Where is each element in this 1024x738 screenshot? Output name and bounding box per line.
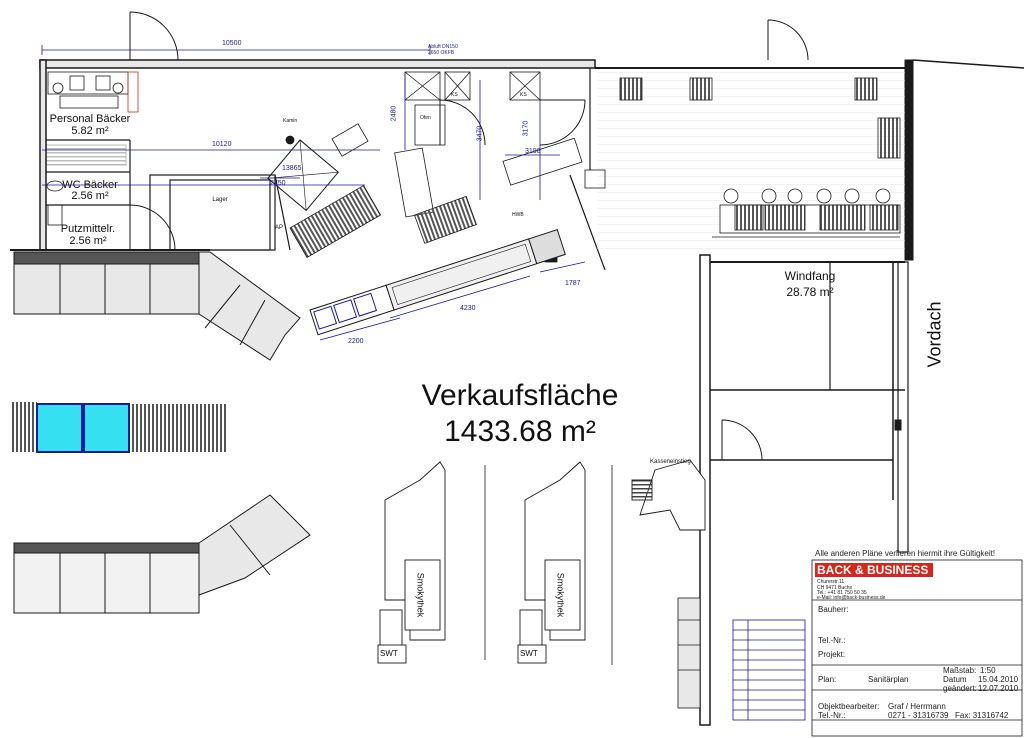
dim-3170: 3170 [522, 120, 530, 137]
stairs [289, 184, 382, 258]
plan-label: Plan: [818, 675, 837, 684]
note-swt1: SWT [380, 649, 398, 658]
note-kamin: Kamin [283, 118, 298, 124]
stairs-kitchen [267, 139, 340, 212]
geaendert-value: 12.07.2010 [978, 684, 1019, 693]
sales-counter [309, 229, 566, 336]
room-ap: AP [274, 225, 283, 231]
right-lower-stack [677, 597, 701, 709]
fax-value: Fax: 31316742 [955, 711, 1009, 720]
dim-3470: 3470 [476, 125, 484, 142]
note-hwb: HWB [512, 212, 524, 218]
room-lager: Lager [212, 197, 228, 203]
datum-value: 15.04.2010 [978, 675, 1019, 684]
company-logo-a: BACK [817, 563, 852, 577]
room-vordach: Vordach [924, 301, 945, 368]
company-addr1: Churerstr.11 [817, 579, 845, 585]
room-wc-area: 2.56 m² [71, 190, 109, 202]
company-tel: Tel.: +41 81 750 50 35 [817, 590, 867, 596]
counter-lower-left [13, 494, 311, 614]
cafe-tables [619, 77, 901, 238]
dim-13865: 13865 [282, 165, 302, 172]
room-verkauf-name: Verkaufsfläche [421, 379, 619, 412]
note-smokythek1: Smokythek [415, 572, 426, 618]
dim-top: 10500 [222, 40, 242, 47]
doors [129, 11, 809, 461]
room-personal-area: 5.82 m² [71, 125, 109, 137]
datum-label: Datum [943, 675, 967, 684]
dim-1787: 1787 [565, 280, 581, 287]
note-abluft2: 2650 OKFB [428, 50, 455, 56]
legend-table [732, 619, 806, 721]
room-verkauf-area: 1433.68 m² [444, 415, 596, 448]
massstab-value: 1:50 [980, 666, 996, 675]
dim-mid: 10120 [212, 141, 232, 148]
room-putz-area: 2.56 m² [69, 235, 107, 247]
title-block-frame [811, 559, 1023, 737]
company-email: e-Mail: info@back-business.de [817, 595, 886, 601]
company-logo-amp: & [851, 563, 868, 577]
dim-2200: 2200 [348, 338, 364, 345]
telnr2-value: 0271 - 31316739 [888, 711, 949, 720]
note-ks1: KS [451, 92, 458, 98]
bearbeiter-label: Objektbearbeiter: [818, 702, 880, 711]
company-logo: BACK & BUSINESS [817, 563, 928, 577]
note-kasseneinstieg: Kasseneinstieg [650, 459, 691, 465]
telnr-label: Tel.-Nr.: [818, 636, 846, 645]
dim-4230: 4230 [460, 305, 476, 312]
room-putz-name: Putzmittelr. [60, 223, 116, 235]
room-windfang-area: 28.78 m² [786, 285, 834, 299]
glass-display [12, 402, 226, 453]
display-counter-left [13, 251, 301, 361]
projekt-label: Projekt: [818, 650, 846, 659]
note-ks2: KS [520, 92, 527, 98]
plan-value: Sanitärplan [868, 675, 909, 684]
massstab-label: Maßstab: [943, 666, 977, 675]
company-logo-b: BUSINESS [867, 563, 929, 577]
geaendert-label: geändert: [943, 684, 977, 693]
telnr2-label: Tel.-Nr.: [818, 711, 846, 720]
room-wc-name: WC Bäcker [62, 179, 118, 191]
bearbeiter-value: Graf / Herrmann [888, 702, 946, 711]
smokythek-units [377, 459, 706, 665]
note-smokythek2: Smokythek [555, 572, 566, 618]
bauherr-label: Bauherr: [818, 605, 849, 614]
dim-2480: 2480 [390, 105, 398, 122]
note-ofen: Ofen [420, 115, 431, 121]
note-abluft: Abluft DN150 [428, 44, 458, 50]
dim-2750: 2750 [270, 180, 286, 187]
dimension-lines [41, 45, 586, 341]
note-swt2: SWT [520, 649, 538, 658]
room-windfang-name: Windfang [784, 269, 836, 283]
room-personal-name: Personal Bäcker [49, 113, 131, 125]
company-addr2: CH 9471 Buchs [817, 585, 853, 591]
dim-3198: 3198 [525, 148, 541, 155]
validity-note: Alle anderen Pläne verlieren hiermit ihr… [815, 549, 996, 558]
